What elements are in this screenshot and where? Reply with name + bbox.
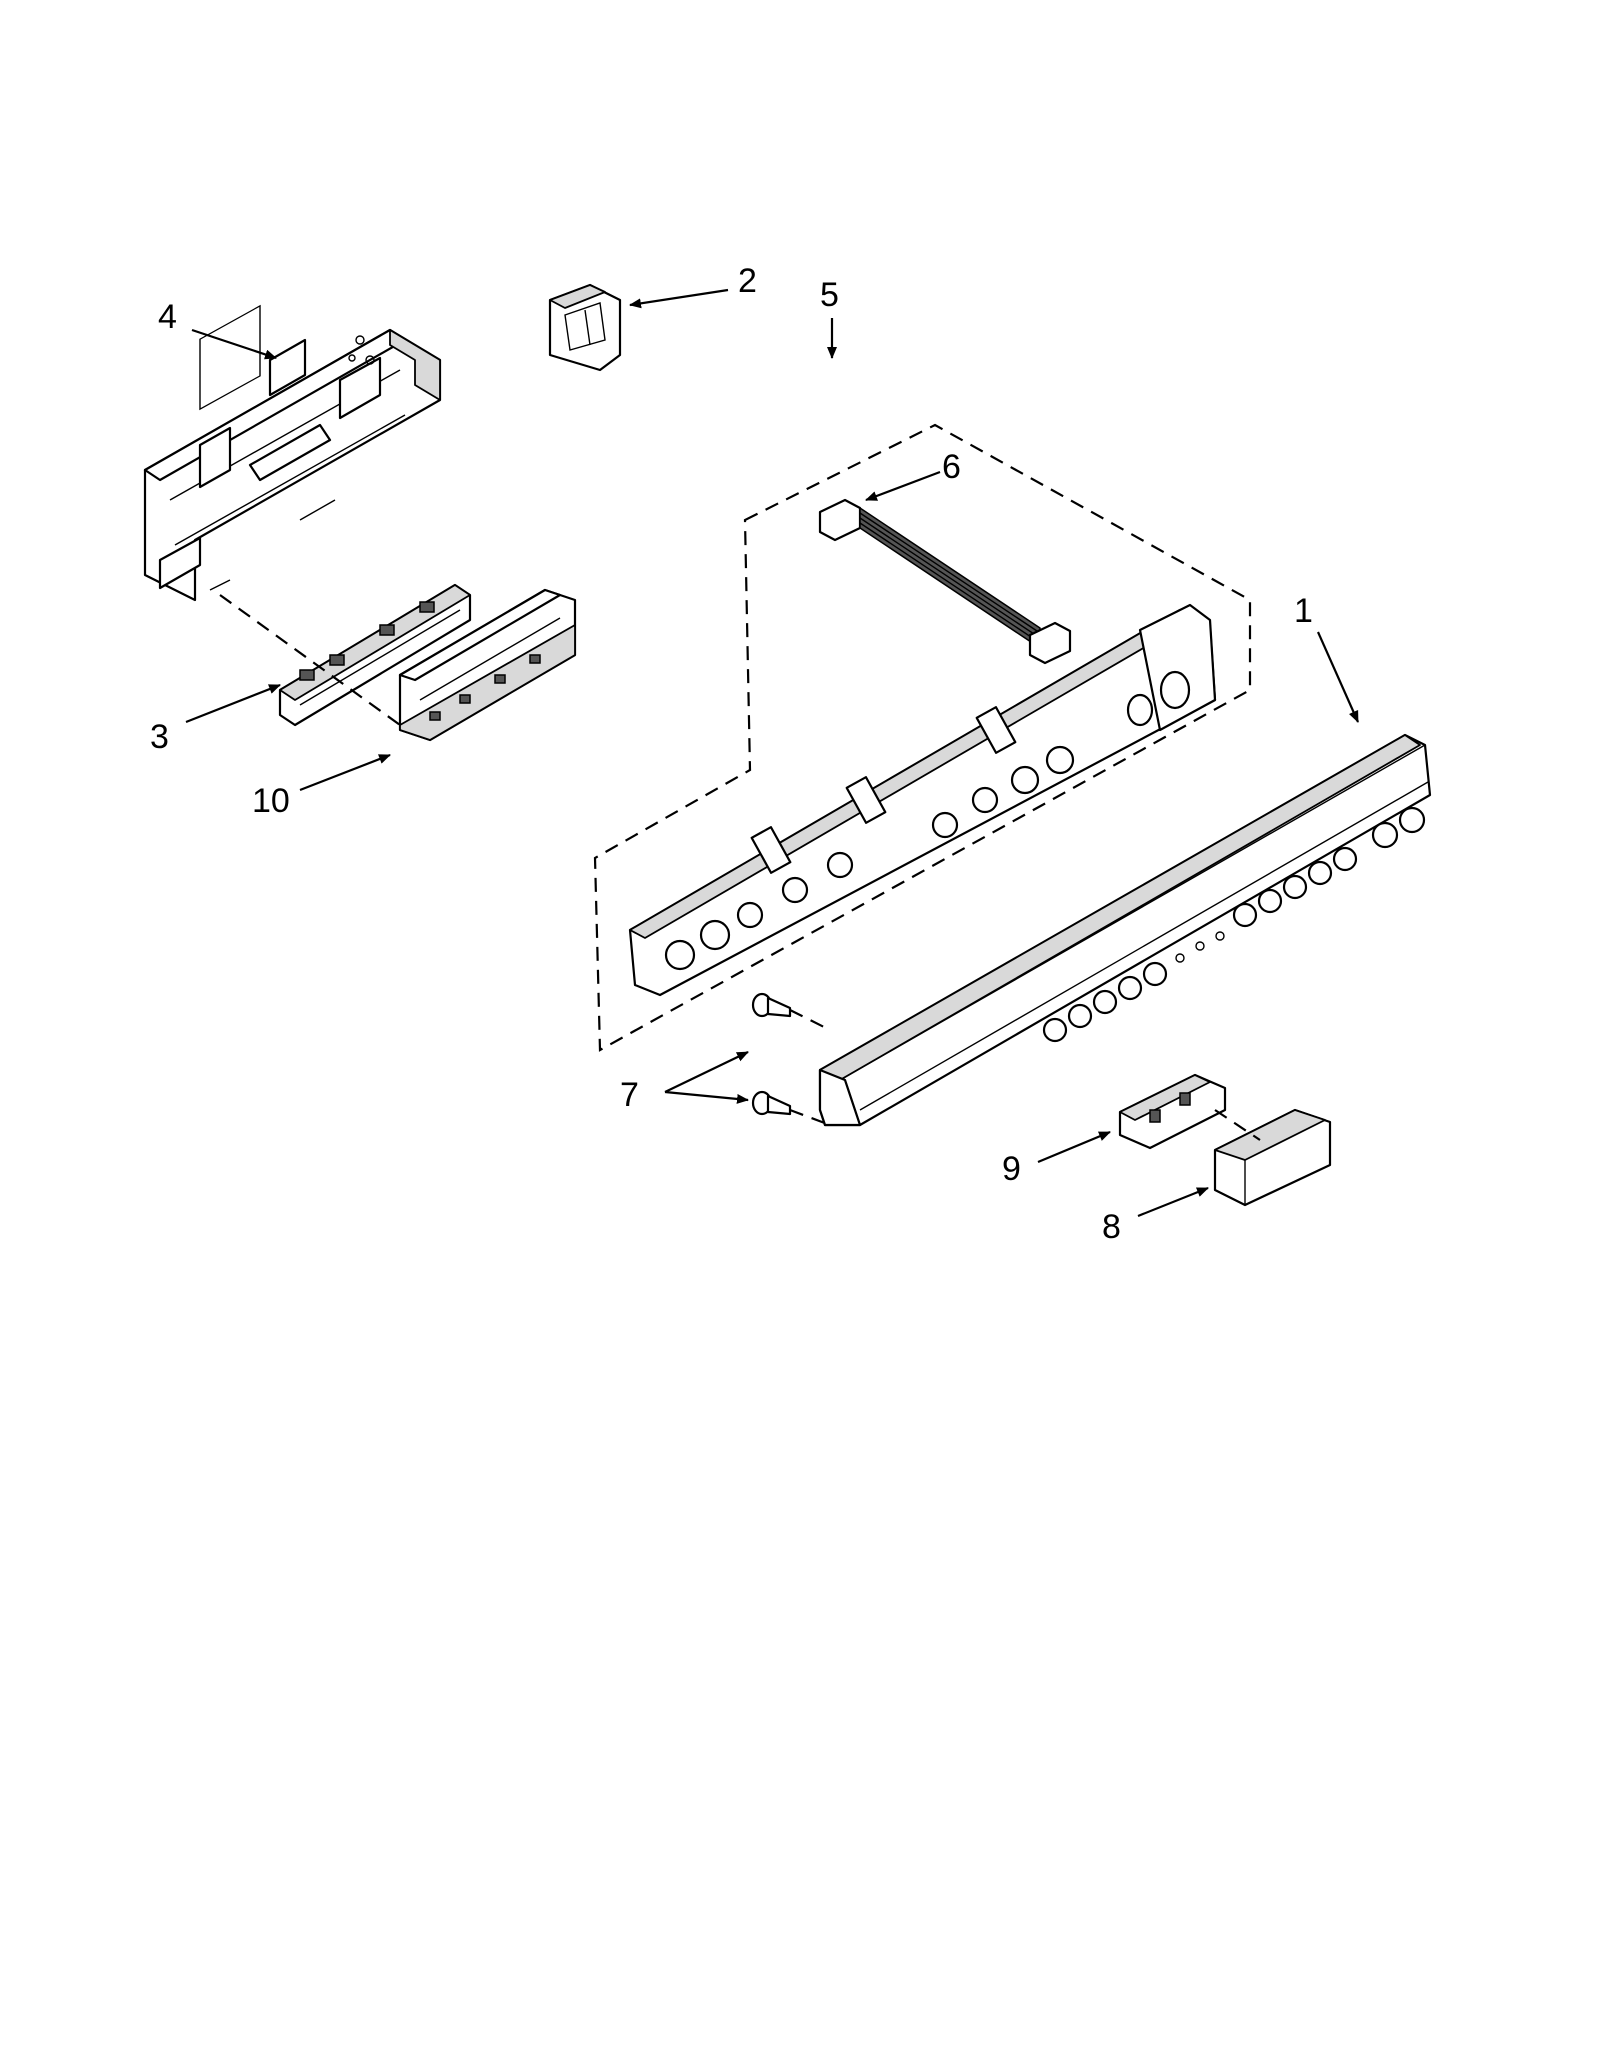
leader-1 (1316, 631, 1360, 723)
part-6-wire-harness (818, 498, 1072, 665)
part-3-interface-board (278, 583, 472, 727)
leader-7a (664, 1051, 749, 1093)
console-buttons (1042, 806, 1426, 1043)
part-7-screws (751, 992, 792, 1116)
callout-4: 4 (158, 298, 177, 336)
leader-6 (865, 470, 941, 502)
alignment-line-screw-upper (789, 1009, 831, 1031)
leader-9 (1037, 1130, 1111, 1164)
callout-1: 1 (1294, 592, 1313, 630)
callout-2: 2 (738, 262, 757, 300)
part-9-latch (1118, 1073, 1227, 1150)
alignment-line-screw-lower (789, 1108, 831, 1127)
callout-10: 10 (252, 782, 290, 820)
callout-6: 6 (942, 448, 961, 486)
leader-8 (1137, 1186, 1209, 1218)
leader-10 (299, 753, 391, 792)
part-2-clip (548, 283, 622, 372)
callout-8: 8 (1102, 1208, 1121, 1246)
callout-9: 9 (1002, 1150, 1021, 1188)
part-1-console-panel (818, 733, 1432, 1127)
part-8-latch-cover (1213, 1108, 1332, 1207)
alignment-line-bracket (219, 594, 401, 726)
part-10-control-board (398, 588, 577, 742)
leader-3 (185, 683, 281, 724)
callout-5: 5 (820, 276, 839, 314)
leader-7b (664, 1090, 749, 1104)
callout-3: 3 (150, 718, 169, 756)
leader-4 (191, 328, 277, 360)
part-4-bracket (143, 304, 442, 602)
alignment-line-latch (1214, 1109, 1261, 1141)
user-interface-housing (628, 603, 1217, 997)
callout-7: 7 (620, 1076, 639, 1114)
leader-2 (629, 288, 729, 309)
